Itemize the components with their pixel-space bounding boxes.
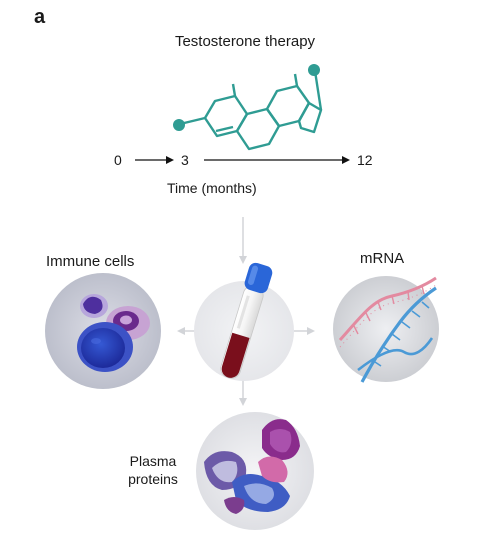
immune-cells-label: Immune cells: [46, 253, 135, 270]
panel-label: a: [34, 6, 46, 28]
molecule-hydroxyl-right-icon: [308, 64, 320, 76]
timeline-month3-label: 3: [181, 152, 189, 168]
timeline-start-label: 0: [114, 152, 122, 168]
plasma-proteins-label: Plasma proteins: [118, 452, 188, 488]
mrna-circle: [333, 276, 439, 383]
therapy-title: Testosterone therapy: [174, 33, 316, 50]
mrna-label: mRNA: [360, 250, 405, 267]
plasma-proteins-label-line2: proteins: [128, 471, 178, 487]
timeline-arrow-long: [204, 156, 350, 164]
timeline-month12-label: 12: [357, 152, 373, 168]
immune-cells-circle: [45, 273, 161, 389]
timeline-arrow-short: [135, 156, 174, 164]
plasma-proteins-label-line1: Plasma: [129, 453, 177, 469]
molecule-oxygen-left-icon: [173, 119, 185, 131]
blood-tube-icon: [220, 262, 273, 379]
timeline-axis-label: Time (months): [167, 180, 257, 196]
connector-arrows: [177, 217, 315, 406]
testosterone-molecule-icon: [179, 70, 323, 151]
plasma-proteins-circle: [196, 412, 314, 530]
